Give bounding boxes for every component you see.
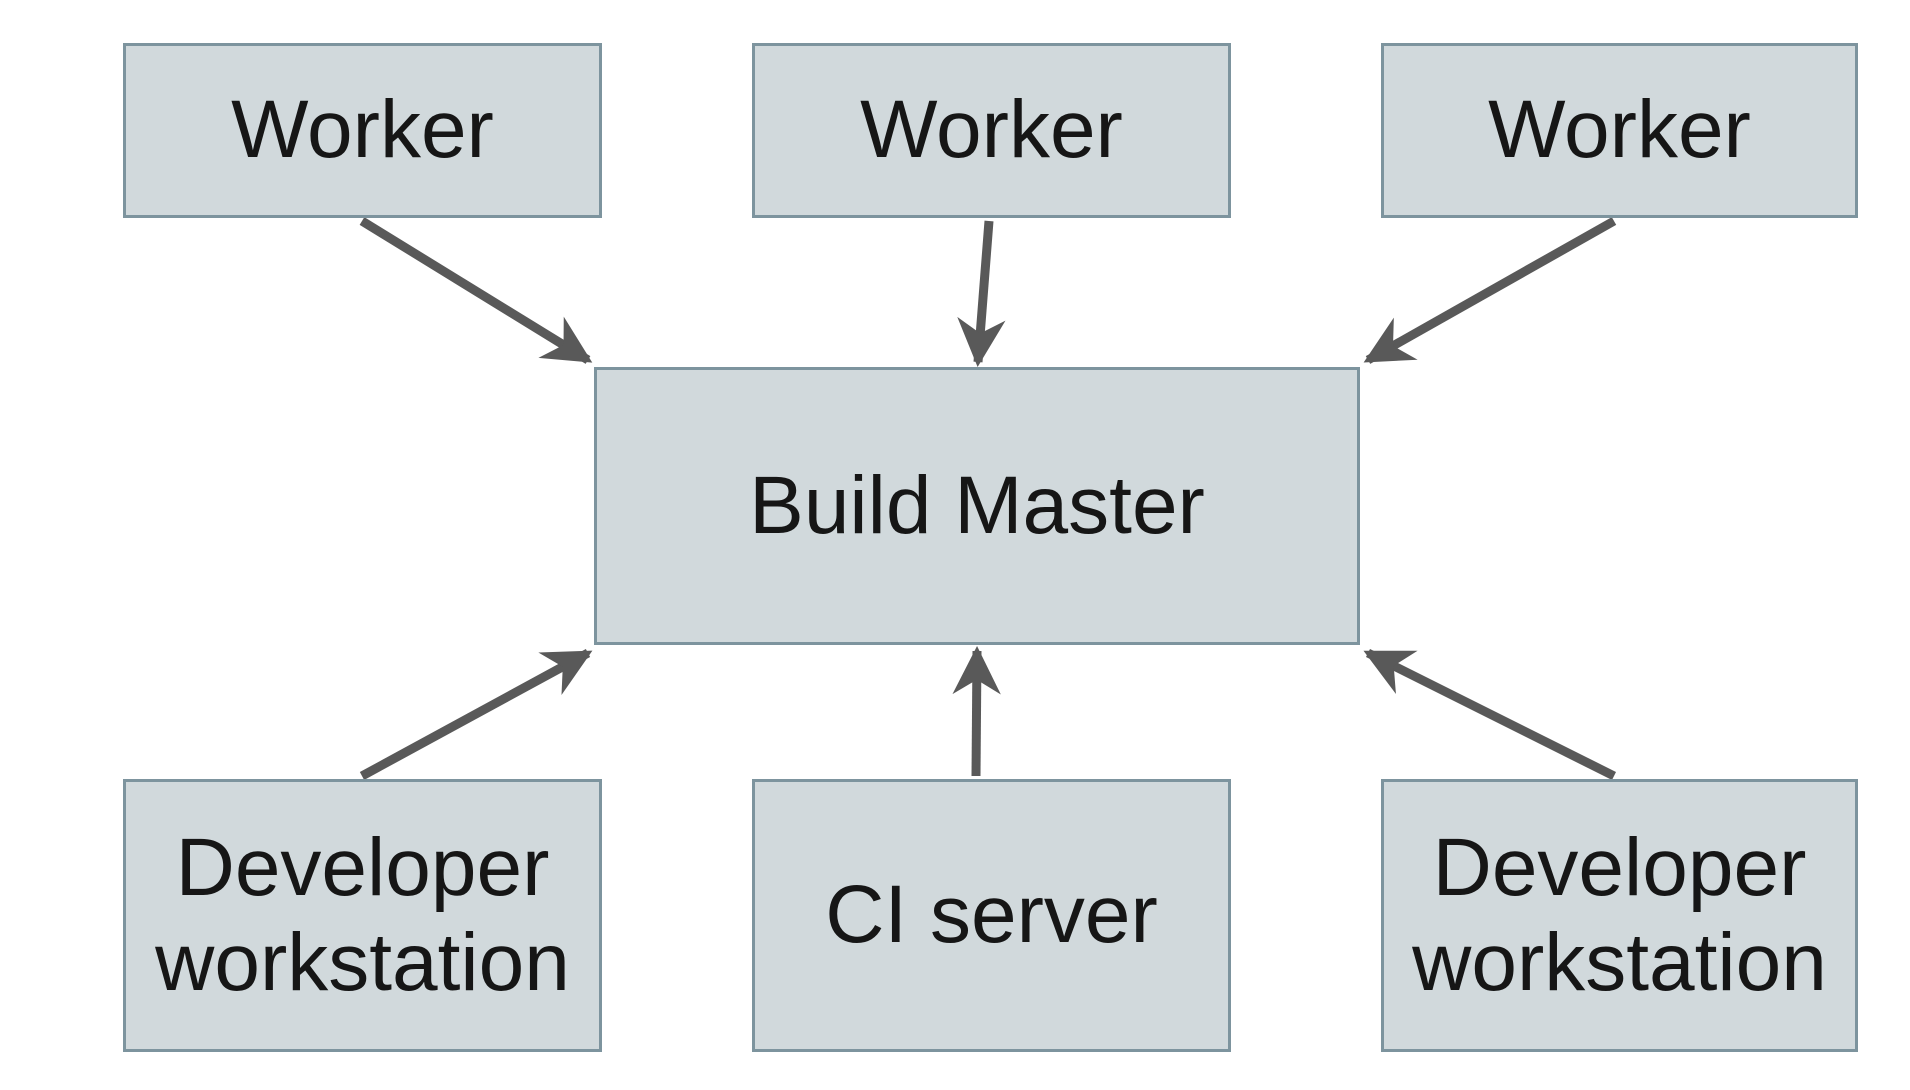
node-ci-server-label: CI server xyxy=(825,869,1158,961)
edge-worker-3-to-build-master xyxy=(1363,217,1617,364)
edge-ci-server-to-build-master xyxy=(952,645,1001,777)
node-worker-1: Worker xyxy=(123,43,602,218)
node-developer-workstation-2: Developer workstation xyxy=(1381,779,1858,1052)
node-worker-3-label: Worker xyxy=(1488,84,1751,176)
node-worker-3: Worker xyxy=(1381,43,1858,218)
node-developer-workstation-2-label: Developer workstation xyxy=(1412,822,1827,1008)
node-developer-workstation-1: Developer workstation xyxy=(123,779,602,1052)
node-worker-2: Worker xyxy=(752,43,1231,218)
node-worker-1-label: Worker xyxy=(231,84,494,176)
edge-worker-1-to-build-master xyxy=(359,217,593,364)
node-ci-server: CI server xyxy=(752,779,1231,1052)
edge-developer-workstation-2-to-build-master xyxy=(1363,648,1617,781)
node-build-master: Build Master xyxy=(594,367,1360,645)
edge-worker-2-to-build-master xyxy=(957,220,1006,368)
node-build-master-label: Build Master xyxy=(749,459,1205,551)
node-developer-workstation-1-label: Developer workstation xyxy=(155,822,570,1008)
node-worker-2-label: Worker xyxy=(860,84,1123,176)
edge-developer-workstation-1-to-build-master xyxy=(359,649,593,780)
